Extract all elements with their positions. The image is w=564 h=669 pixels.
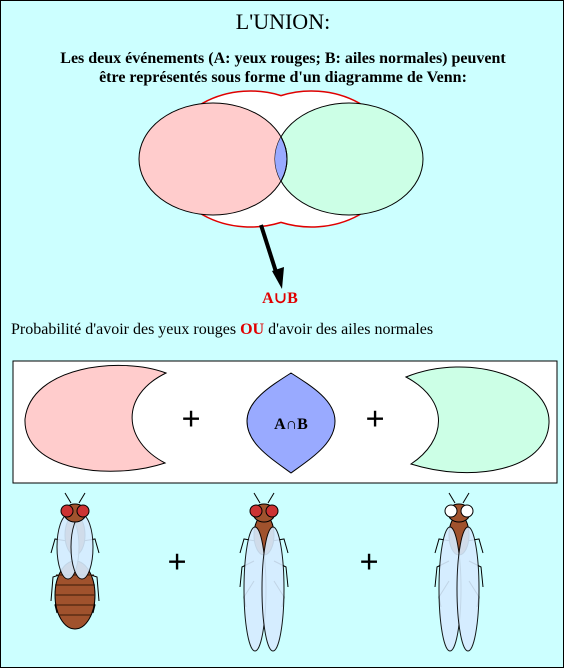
set-b-ellipse: [274, 102, 424, 216]
plus-sign-4: +: [359, 544, 378, 581]
plus-sign-2: +: [365, 401, 384, 438]
plus-sign-1: +: [181, 401, 200, 438]
probability-text-or: OU: [240, 321, 265, 338]
probability-text-after: d'avoir des ailes normales: [264, 321, 434, 338]
fly-2-eye-left: [249, 504, 263, 518]
b-minus-intersection-shape: [404, 366, 550, 474]
fly-1-eye-right: [76, 504, 90, 518]
a-minus-intersection-shape: [24, 364, 168, 472]
fly-3-wing-right: [456, 526, 480, 652]
fly-1-eye-left: [60, 504, 74, 518]
venn-diagram: [138, 90, 424, 228]
fly-red-eyes-vestigial-wings: [50, 492, 100, 630]
fly-2-eye-right: [265, 504, 279, 518]
intersection-label: A∩B: [274, 416, 308, 433]
decomposition-box: + A∩B +: [12, 360, 558, 484]
set-a-edge-over: [275, 103, 288, 215]
plus-sign-3: +: [167, 544, 186, 581]
fly-white-eyes-normal-wings: [434, 492, 484, 652]
probability-statement: Probabilité d'avoir des yeux rouges OU d…: [11, 321, 551, 339]
description: Les deux événements (A: yeux rouges; B: …: [21, 49, 545, 87]
description-line-1: Les deux événements (A: yeux rouges; B: …: [60, 50, 506, 67]
fly-red-eyes-normal-wings: [239, 492, 289, 652]
set-a-ellipse: [138, 102, 288, 216]
fly-1-wing-right: [70, 514, 94, 580]
description-line-2: être représentés sous forme d'un diagram…: [99, 69, 467, 86]
page-title: L'UNION:: [235, 9, 331, 34]
fly-3-eye-right: [460, 504, 474, 518]
fly-2-wing-right: [261, 526, 285, 652]
probability-text-before: Probabilité d'avoir des yeux rouges: [11, 321, 241, 338]
union-label: A∪B: [262, 290, 298, 307]
intersection-shape: [246, 372, 336, 474]
union-arrow: [259, 224, 284, 289]
fly-3-eye-left: [444, 504, 458, 518]
